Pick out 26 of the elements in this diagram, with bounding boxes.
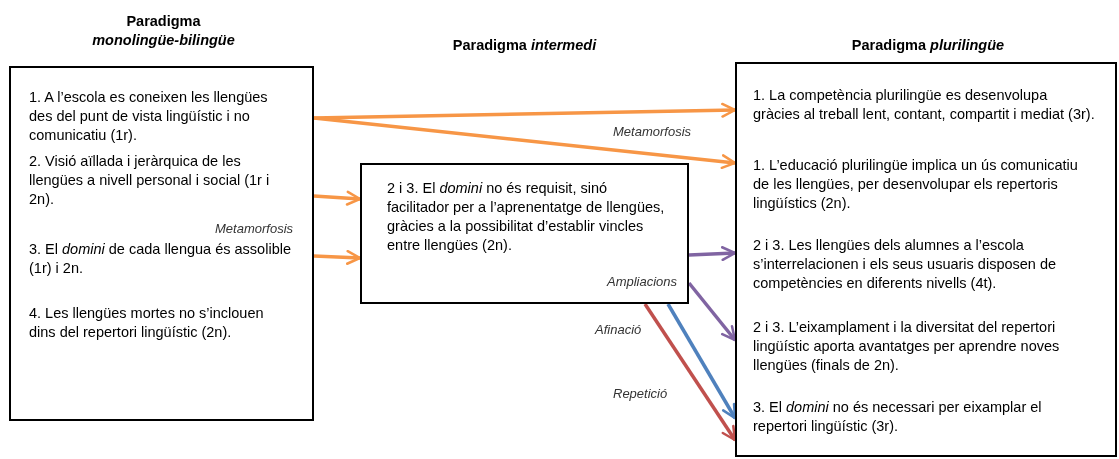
statement-text: 1. L’educació plurilingüe implica un ús comunicatiu de les llengües, per desenvolupar els repertoris lingüístics (2n). [753, 156, 1079, 213]
statement-text: 2 i 3. Les llengües dels alumnes a l’escola s’interrelacionen i els seus usuaris disposen de competències en diferents nivells (4t). [753, 236, 1058, 293]
statement-text: 2. Visió aïllada i jeràrquica de les llengües a nivell personal i social (1r i 2n). [29, 152, 271, 209]
edge-label: Ampliacions [606, 274, 679, 289]
edge-label: Metamorfosis [214, 221, 295, 236]
paradigm-heading: Paradigma plurilingüe [851, 36, 1005, 55]
arrow [313, 190, 362, 206]
statement-text: 3. El domini de cada llengua és assolible (1r) i 2n. [29, 240, 292, 278]
statement-text: 4. Les llengües mortes no s’inclouen dins del repertori lingüístic (2n). [29, 304, 265, 342]
arrow [687, 281, 737, 342]
arrow [666, 303, 737, 420]
paradigm-heading: Paradigma intermedi [452, 36, 597, 55]
arrow [313, 116, 737, 170]
edge-label: Afinació [594, 322, 643, 337]
statement-text: 1. A l’escola es coneixen les llengües des del punt de vista lingüístic i no comunicatiu (1r). [29, 88, 269, 145]
arrow [688, 246, 737, 262]
paradigm-box [360, 163, 689, 304]
paradigm-heading: Paradigma monolingüe-bilingüe [91, 12, 236, 50]
edge-label: Metamorfosis [612, 124, 693, 139]
arrow [643, 303, 737, 442]
statement-text: 2 i 3. El domini no és requisit, sinó facilitador per a l’aprenentatge de llengües, gràcies a la possibilitat d’establir vincles entre llengües (2n). [387, 179, 666, 255]
edge-label: Repetició [612, 386, 669, 401]
statement-text: 2 i 3. L’eixamplament i la diversitat del repertori lingüístic aporta avantatges per aprendre noves llengües (finals de 2n). [753, 318, 1061, 375]
statement-text: 1. La competència plurilingüe es desenvolupa gràcies al treball lent, contant, compartit i mediat (3r). [753, 86, 1095, 124]
statement-text: 3. El domini no és necessari per eixamplar el repertori lingüístic (3r). [753, 398, 1043, 436]
arrow [313, 249, 362, 265]
